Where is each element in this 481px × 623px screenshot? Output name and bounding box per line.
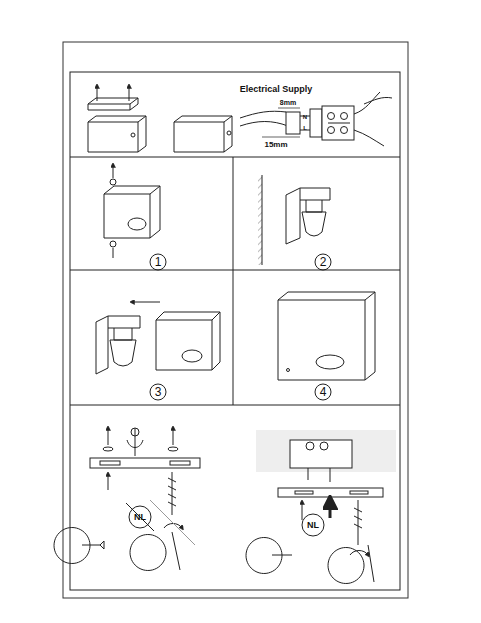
step-circle xyxy=(150,384,166,400)
terminal-label: N xyxy=(303,114,307,120)
cross-out xyxy=(126,503,154,531)
panel-grid xyxy=(70,72,400,590)
step-circle xyxy=(150,254,166,270)
callout-number: 4 xyxy=(320,386,327,398)
wall-mount-lamp xyxy=(258,175,330,265)
dimension-label: 15mm xyxy=(264,141,287,149)
supply-wiring xyxy=(240,92,392,146)
dimension-label: 8mm xyxy=(280,99,296,106)
page-frame xyxy=(63,42,408,598)
section-heading: Electrical Supply xyxy=(240,85,313,94)
callout-number: 1 xyxy=(155,256,162,268)
callout-number: 2 xyxy=(320,256,327,268)
terminal-label: L xyxy=(303,125,307,131)
housing-parts xyxy=(88,86,232,152)
nl-label: NL xyxy=(307,521,319,530)
insert-lamp xyxy=(96,302,220,374)
callout-number: 3 xyxy=(155,386,162,398)
step-circle xyxy=(315,384,331,400)
assembled-housing xyxy=(278,292,375,380)
nl-label: NL xyxy=(134,513,146,522)
junction-box-mounting xyxy=(246,430,396,584)
housing-front-view xyxy=(104,165,160,258)
step-circle xyxy=(315,254,331,270)
bracket-mounting xyxy=(54,428,200,571)
nl-circle xyxy=(302,514,324,536)
